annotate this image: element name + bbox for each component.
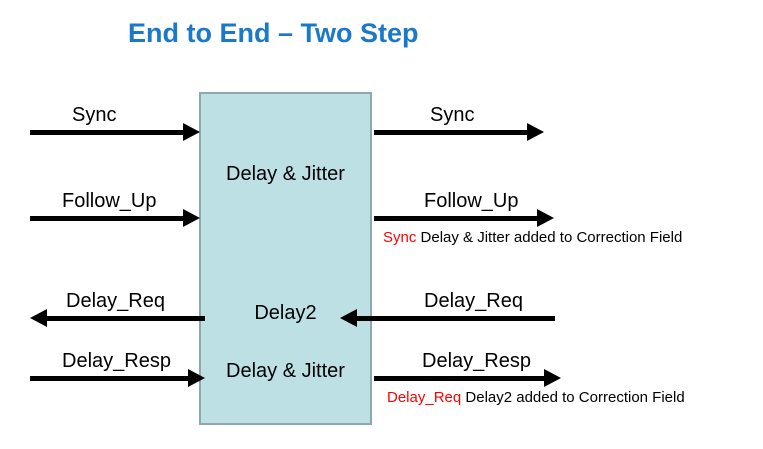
arrow-head-left-icon <box>340 309 357 327</box>
arrow-left-follow-up: Follow_Up <box>30 190 200 236</box>
page-title: End to End – Two Step <box>128 18 419 48</box>
box-label-lower-delay-jitter: Delay & Jitter <box>226 360 345 382</box>
box-label-upper-delay-jitter: Delay & Jitter <box>226 163 345 185</box>
arrow-label-right-sync: Sync <box>430 104 475 126</box>
arrow-head-right-icon <box>544 369 561 387</box>
arrow-line-left-delay-req <box>46 316 205 321</box>
arrow-right-delay-resp: Delay_Resp <box>374 350 561 396</box>
box-label-delay2: Delay2 <box>254 302 317 324</box>
arrow-label-left-delay-resp: Delay_Resp <box>62 350 171 372</box>
arrow-line-right-delay-resp <box>374 376 546 381</box>
annotation-body-delay-req: Delay2 added to Correction Field <box>465 389 685 406</box>
arrow-left-delay-req: Delay_Req <box>30 290 205 336</box>
arrow-line-left-sync <box>30 130 185 135</box>
arrow-head-right-icon <box>188 369 205 387</box>
arrow-head-right-icon <box>527 123 544 141</box>
annotation-delay-req-correction-field: Delay_Req Delay2 added to Correction Fie… <box>387 389 685 406</box>
arrow-left-delay-resp: Delay_Resp <box>30 350 205 396</box>
arrow-line-right-delay-req <box>356 316 555 321</box>
arrow-label-left-delay-req: Delay_Req <box>66 290 165 312</box>
arrow-head-right-icon <box>537 209 554 227</box>
arrow-head-right-icon <box>183 209 200 227</box>
arrow-head-right-icon <box>183 123 200 141</box>
arrow-right-delay-req: Delay_Req <box>340 290 555 336</box>
arrow-left-sync: Sync <box>30 104 200 150</box>
arrow-line-left-delay-resp <box>30 376 190 381</box>
arrow-line-right-sync <box>374 130 529 135</box>
annotation-body-sync: Delay & Jitter added to Correction Field <box>420 229 683 246</box>
annotation-sync-correction-field: Sync Delay & Jitter added to Correction … <box>383 229 682 246</box>
arrow-label-right-follow-up: Follow_Up <box>424 190 519 212</box>
arrow-label-left-follow-up: Follow_Up <box>62 190 157 212</box>
arrow-right-follow-up: Follow_Up <box>374 190 554 236</box>
arrow-line-right-follow-up <box>374 216 539 221</box>
arrow-head-left-icon <box>30 309 47 327</box>
arrow-label-left-sync: Sync <box>72 104 117 126</box>
arrow-label-right-delay-req: Delay_Req <box>424 290 523 312</box>
arrow-line-left-follow-up <box>30 216 185 221</box>
arrow-label-right-delay-resp: Delay_Resp <box>422 350 531 372</box>
annotation-tag-delay-req: Delay_Req <box>387 389 462 406</box>
arrow-right-sync: Sync <box>374 104 549 150</box>
annotation-tag-sync: Sync <box>383 229 417 246</box>
network-delay-box <box>199 92 372 425</box>
